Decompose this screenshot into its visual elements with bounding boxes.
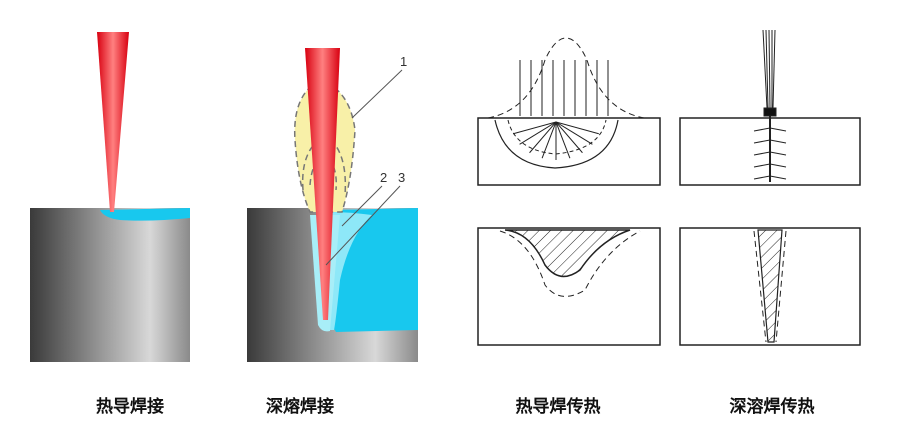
conduction-arrow — [529, 121, 557, 154]
caption-deep-penetration-welding: 深熔焊接 — [266, 397, 334, 417]
conduction-arrow — [513, 121, 557, 135]
metal-block — [30, 208, 190, 362]
marker-2: 2 — [380, 170, 387, 185]
caption-deep-heat-transfer: 深溶焊传热 — [729, 397, 815, 417]
laser-beam — [305, 48, 340, 320]
deep-heat-transfer-diagram — [679, 29, 861, 346]
leader-line-3 — [325, 185, 401, 266]
conduction-arrow — [555, 121, 593, 145]
melt-pool-edge — [328, 212, 372, 330]
marker-3: 3 — [398, 170, 405, 185]
conduction-arrow — [541, 121, 557, 159]
conduction-arrow — [555, 121, 571, 159]
radial-arrow — [769, 127, 787, 132]
radial-arrow — [769, 175, 787, 180]
radial-arrow — [753, 151, 771, 156]
deep-welding-illustration: 1 2 3 — [247, 48, 418, 362]
radial-arrow — [753, 163, 771, 168]
conduction-arrow — [555, 121, 583, 154]
radial-arrow — [769, 163, 787, 168]
radial-arrow — [769, 151, 787, 156]
melt-pool — [100, 208, 190, 221]
laser-beam-lines — [762, 29, 776, 109]
conduction-arrow — [519, 121, 557, 145]
radial-heat-arrows — [753, 127, 787, 180]
caption-conduction-welding: 热导焊接 — [96, 397, 164, 417]
conduction-heat-transfer-diagram — [477, 37, 661, 346]
marker-1: 1 — [400, 54, 407, 69]
laser-beam — [97, 32, 129, 212]
conduction-arrow — [555, 121, 599, 135]
radial-arrow — [753, 127, 771, 132]
caption-conduction-heat-transfer: 热导焊传热 — [515, 397, 601, 417]
leader-line-1 — [351, 69, 403, 119]
radial-arrow — [753, 175, 771, 180]
heat-flux-arrows — [513, 60, 609, 160]
radial-arrow — [753, 139, 771, 144]
conduction-welding-illustration — [30, 32, 190, 362]
radial-arrow — [769, 139, 787, 144]
leader-line-2 — [341, 185, 383, 227]
